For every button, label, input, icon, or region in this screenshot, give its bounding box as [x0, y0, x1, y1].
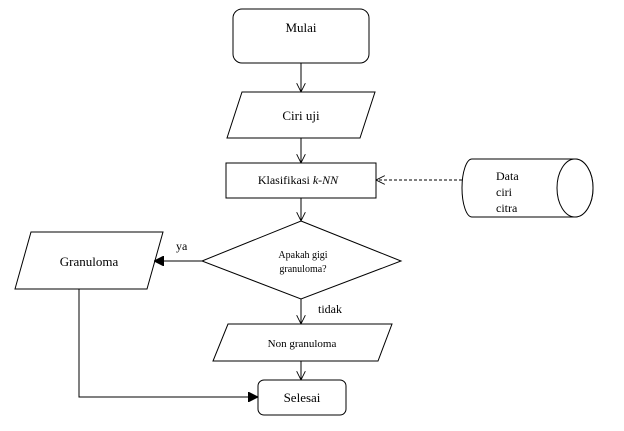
classify-label-method: k-NN	[313, 173, 339, 187]
decision-node: Apakah gigi granuloma?	[200, 220, 403, 300]
input-node: Ciri uji	[226, 91, 376, 139]
granuloma-node: Granuloma	[14, 231, 164, 290]
database-label-line2: ciri	[496, 185, 513, 199]
database-label-line1: Data	[496, 169, 519, 183]
end-label: Selesai	[284, 390, 321, 405]
granuloma-label: Granuloma	[60, 254, 119, 269]
end-node: Selesai	[257, 379, 347, 416]
classify-label: Klasifikasi k-NN	[258, 173, 339, 187]
database-node: Data ciri citra	[461, 158, 594, 218]
arrow-granuloma-to-end	[78, 289, 257, 397]
decision-label-line1: Apakah gigi	[278, 250, 327, 261]
yes-edge-label: ya	[176, 239, 188, 253]
input-label: Ciri uji	[282, 108, 320, 123]
database-label-line3: citra	[496, 201, 518, 215]
classify-node: Klasifikasi k-NN	[225, 162, 377, 199]
start-label: Mulai	[285, 20, 316, 35]
non-granuloma-node: Non granuloma	[212, 323, 393, 362]
non-granuloma-label: Non granuloma	[268, 338, 337, 350]
no-edge-label: tidak	[318, 302, 342, 316]
classify-label-prefix: Klasifikasi	[258, 173, 313, 187]
start-node: Mulai	[232, 8, 370, 64]
decision-label-line2: granuloma?	[279, 264, 327, 275]
